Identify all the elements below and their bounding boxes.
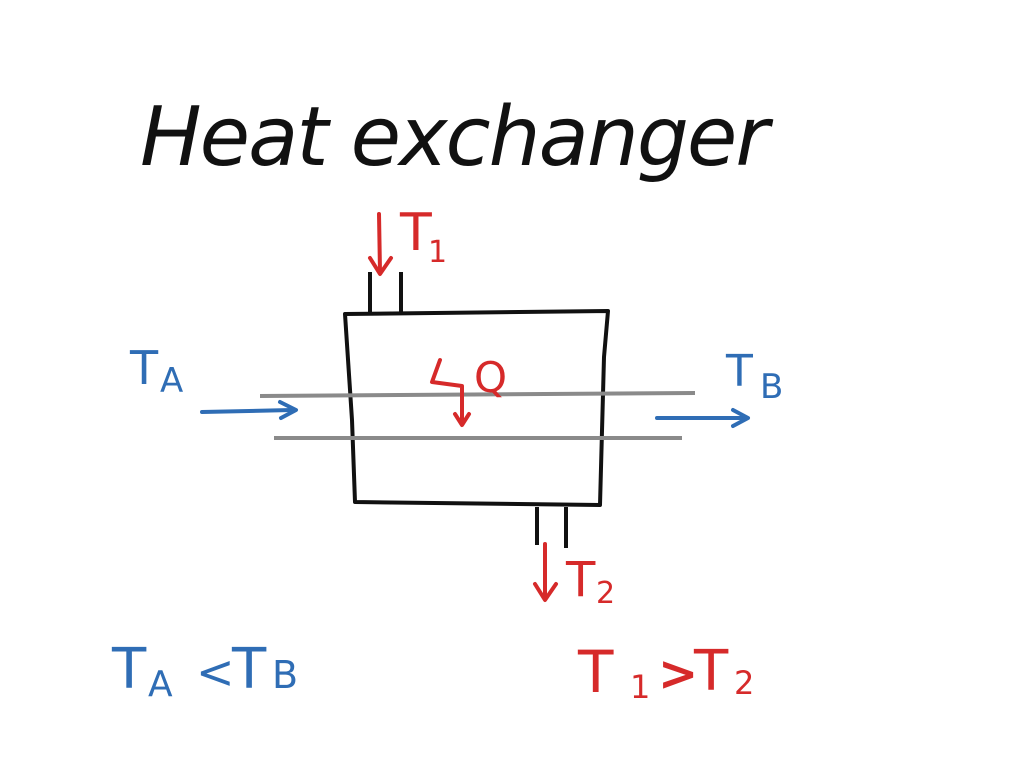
pipe-top-line [259,391,696,398]
cold-inlet-arrow [200,400,298,420]
hot-relation-left: T [577,638,614,706]
diagram-title: Heat exchanger [140,90,773,185]
hot-inlet-label: T [399,203,432,263]
heat-flow-arrow [430,358,471,427]
cold-inlet-label: T [129,341,159,395]
cold-relation-right-sub: B [272,653,298,697]
cold-relation: T A < T B [111,637,298,705]
cold-outlet-subscript: B [760,367,783,407]
hot-outlet-subscript: 2 [596,576,615,611]
hot-inlet-arrow [368,212,393,276]
hot-relation-right-sub: 2 [734,664,754,702]
hot-relation: T 1 > T 2 [577,638,754,706]
cold-outlet-arrow [655,408,750,428]
hot-relation-right: T [693,639,729,704]
cold-relation-left: T [111,637,147,702]
exchanger-box [343,309,610,507]
cold-relation-right: T [231,637,267,702]
cold-relation-left-sub: A [148,664,173,705]
cold-inlet-subscript: A [160,361,183,401]
hot-inlet-subscript: 1 [428,235,447,270]
hot-relation-left-sub: 1 [630,668,650,706]
cold-relation-operator: < [196,645,235,699]
cold-outlet-label: T [725,346,753,397]
hot-outlet-arrow [533,542,558,602]
hot-outlet-label: T [565,552,596,608]
hot-relation-operator: > [658,646,698,702]
heat-label: Q [474,353,507,402]
